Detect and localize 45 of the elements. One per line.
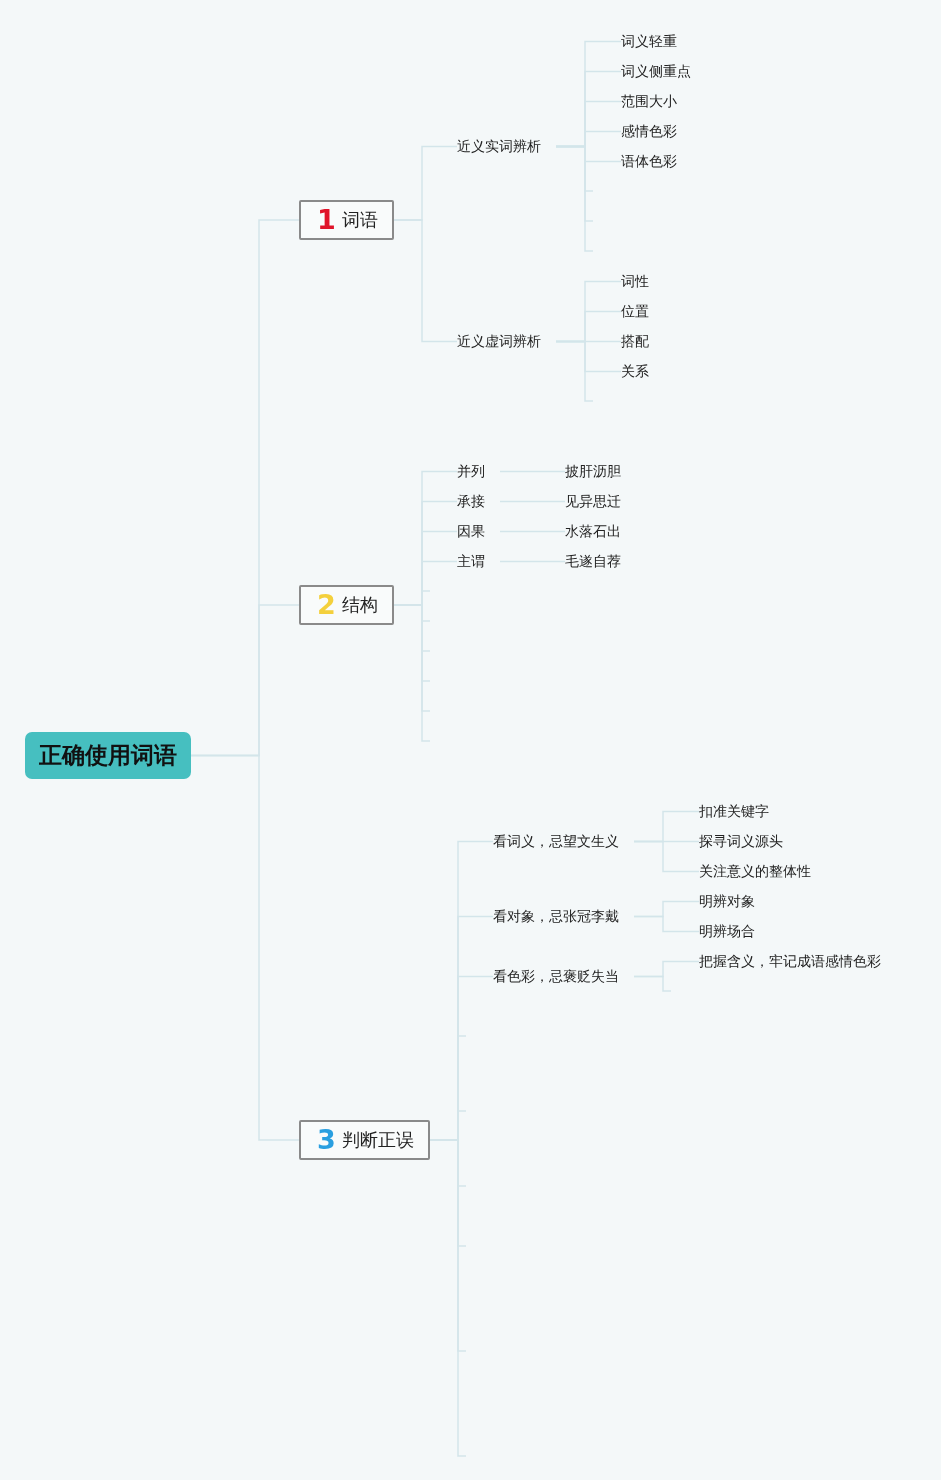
topic-text: 承接 (457, 492, 500, 510)
topic-text: 明辨场合 (699, 922, 770, 940)
branch-line (499, 500, 566, 503)
branch-line (393, 219, 458, 343)
topic-text: 因果 (457, 522, 500, 540)
section-number: 3 (317, 1126, 336, 1154)
central-topic: 正确使用词语 (25, 731, 191, 779)
section-number: 1 (317, 206, 336, 234)
topic-text: 看词义，忌望文生义 (493, 832, 634, 850)
topic-text: 关注意义的整体性 (699, 862, 826, 880)
section-number: 2 (317, 591, 336, 619)
topic-text: 披肝沥胆 (565, 462, 636, 480)
topic-text: 位置 (621, 302, 664, 320)
topic-text: 把握含义，牢记成语感情色彩 (699, 952, 896, 970)
topic-text: 近义虚词辨析 (457, 332, 556, 350)
topic-text: 搭配 (621, 332, 664, 350)
topic-text: 词义轻重 (621, 32, 692, 50)
branch-line (499, 470, 566, 473)
topic-text: 范围大小 (621, 92, 692, 110)
topic-text: 水落石出 (565, 522, 636, 540)
topic-text: 见异思迁 (565, 492, 636, 510)
topic-text: 近义实词辨析 (457, 137, 556, 155)
topic-text: 毛遂自荐 (565, 552, 636, 570)
section-title: 判断正误 (341, 1128, 414, 1152)
branch-line (499, 560, 566, 563)
section-title: 结构 (341, 593, 378, 617)
branch-line (633, 915, 700, 933)
topic-text: 探寻词义源头 (699, 832, 798, 850)
section-box (299, 585, 394, 625)
topic-text: 词义侧重点 (621, 62, 706, 80)
section-box (299, 1120, 430, 1160)
topic-text: 扣准关键字 (699, 802, 784, 820)
topic-text: 语体色彩 (621, 152, 692, 170)
topic-text: 看色彩，忌褒贬失当 (493, 967, 634, 985)
section-box (299, 200, 394, 240)
section-title: 词语 (341, 208, 378, 232)
topic-text: 主谓 (457, 552, 500, 570)
topic-text: 看对象，忌张冠李戴 (493, 907, 634, 925)
topic-text: 明辨对象 (699, 892, 770, 910)
branch-line (633, 975, 672, 992)
branch-line (499, 530, 566, 533)
topic-text: 并列 (457, 462, 500, 480)
topic-text: 关系 (621, 362, 664, 380)
topic-text: 词性 (621, 272, 664, 290)
topic-text: 感情色彩 (621, 122, 692, 140)
